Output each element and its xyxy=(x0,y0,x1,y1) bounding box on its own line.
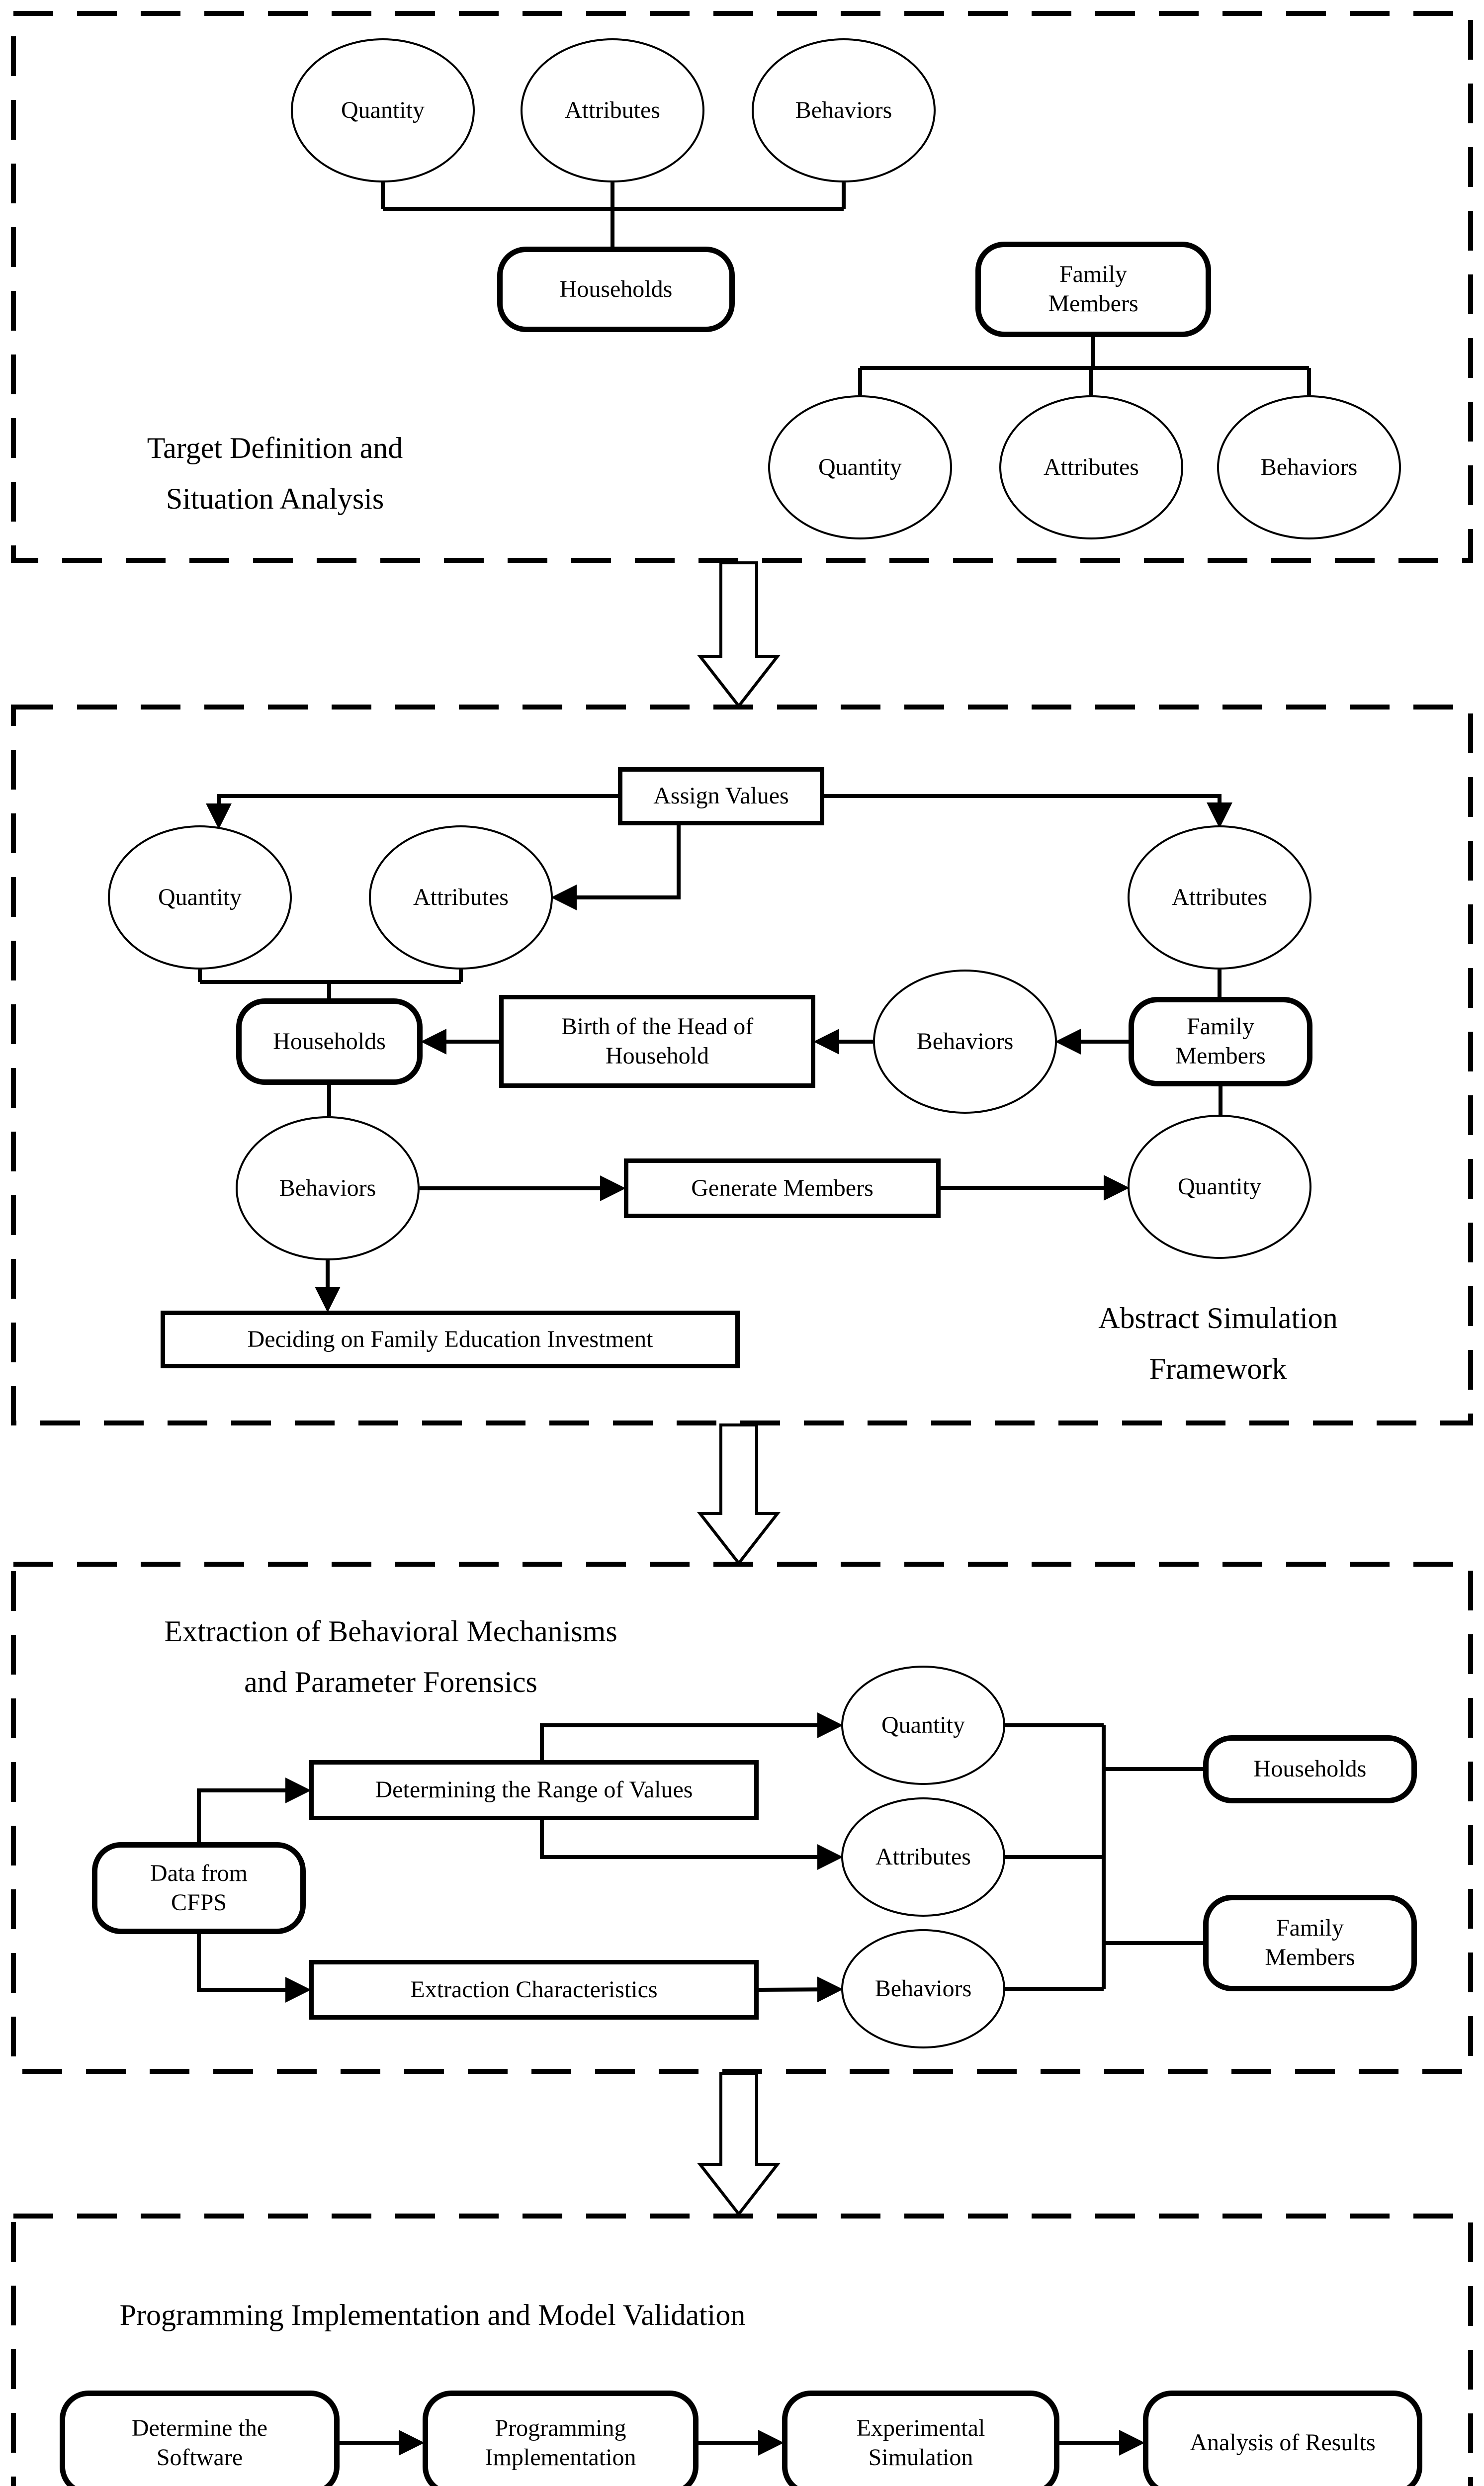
s2-attributes-right-ellipse: Attributes xyxy=(1128,825,1311,970)
section-1-title-line2: Situation Analysis xyxy=(166,482,384,515)
section-3-border xyxy=(11,1562,1473,2074)
section-3-title: Extraction of Behavioral Mechanisms and … xyxy=(92,1606,689,1707)
s1-behaviors-ellipse: Behaviors xyxy=(752,38,936,182)
s2-family-line2: Members xyxy=(1175,1043,1266,1069)
s4-programming-implementation-box: Programming Implementation xyxy=(423,2391,698,2486)
s3-data-from-cfps-box: Data from CFPS xyxy=(92,1842,306,1934)
s3-family-line1: Family xyxy=(1276,1915,1344,1942)
s2-generate-members-box: Generate Members xyxy=(624,1158,941,1218)
s2-households-box: Households xyxy=(236,998,423,1085)
section-2-title-line1: Abstract Simulation xyxy=(1098,1302,1338,1334)
s2-birth-line2: Household xyxy=(606,1042,709,1069)
s4-analysis-results-box: Analysis of Results xyxy=(1143,2391,1422,2486)
flow-arrow-3 xyxy=(697,2072,781,2217)
s1-behaviors2-ellipse: Behaviors xyxy=(1217,395,1401,539)
flow-arrow-2 xyxy=(697,1423,781,1566)
s2-attributes-left-ellipse: Attributes xyxy=(369,825,553,970)
s4-determine-line2: Software xyxy=(156,2444,243,2471)
s2-quantity-right-ellipse: Quantity xyxy=(1128,1115,1311,1259)
s1-quantity2-ellipse: Quantity xyxy=(768,395,952,539)
s4-determine-software-box: Determine the Software xyxy=(60,2391,340,2486)
section-2-title-line2: Framework xyxy=(1149,1352,1287,1385)
section-1-title-line1: Target Definition and xyxy=(147,432,403,464)
s2-behaviors-mid-ellipse: Behaviors xyxy=(873,970,1057,1114)
s3-family-line2: Members xyxy=(1265,1944,1355,1970)
s4-prog-line1: Programming xyxy=(495,2414,626,2441)
section-1-title: Target Definition and Situation Analysis xyxy=(51,423,499,524)
s1-quantity-ellipse: Quantity xyxy=(291,38,475,182)
s2-family-members-box: Family Members xyxy=(1129,997,1312,1086)
s4-experimental-simulation-box: Experimental Simulation xyxy=(782,2391,1059,2486)
section-2-border xyxy=(11,705,1473,1425)
s2-behaviors-low-ellipse: Behaviors xyxy=(236,1116,420,1260)
s1-family-line2: Members xyxy=(1048,290,1138,317)
section-2-title: Abstract Simulation Framework xyxy=(994,1293,1442,1394)
s4-exp-line2: Simulation xyxy=(868,2444,973,2471)
section-3-title-line1: Extraction of Behavioral Mechanisms xyxy=(164,1615,617,1648)
s2-quantity-left-ellipse: Quantity xyxy=(108,825,292,970)
s3-households-box: Households xyxy=(1203,1735,1417,1803)
s1-attributes2-ellipse: Attributes xyxy=(999,395,1183,539)
section-4-title-line1: Programming Implementation and Model Val… xyxy=(119,2299,746,2331)
s2-birth-box: Birth of the Head of Household xyxy=(499,995,815,1088)
s3-family-members-box: Family Members xyxy=(1203,1895,1417,1991)
s1-family-members-box: Family Members xyxy=(975,242,1211,337)
section-4-border xyxy=(11,2214,1473,2486)
s3-extraction-characteristics-box: Extraction Characteristics xyxy=(309,1960,759,2020)
s4-determine-line1: Determine the xyxy=(131,2414,268,2441)
s1-family-line1: Family xyxy=(1059,261,1127,288)
flow-arrow-1 xyxy=(697,561,781,709)
s2-birth-line1: Birth of the Head of xyxy=(561,1013,754,1040)
s3-quantity-ellipse: Quantity xyxy=(841,1666,1005,1785)
section-4-title: Programming Implementation and Model Val… xyxy=(60,2290,805,2340)
s1-attributes-ellipse: Attributes xyxy=(521,38,704,182)
section-1-border xyxy=(11,11,1473,563)
s3-cfps-line2: CFPS xyxy=(171,1889,227,1916)
s1-households-box: Households xyxy=(497,247,735,332)
s3-attributes-ellipse: Attributes xyxy=(841,1797,1005,1917)
s3-cfps-line1: Data from xyxy=(150,1860,248,1886)
section-3-title-line2: and Parameter Forensics xyxy=(244,1666,537,1698)
s3-behaviors-ellipse: Behaviors xyxy=(841,1929,1005,2048)
s4-prog-line2: Implementation xyxy=(485,2444,636,2471)
s2-assign-values-box: Assign Values xyxy=(618,767,824,825)
s2-family-line1: Family xyxy=(1186,1013,1254,1040)
s2-deciding-box: Deciding on Family Education Investment xyxy=(161,1311,740,1368)
s3-determining-range-box: Determining the Range of Values xyxy=(309,1760,759,1820)
s4-exp-line1: Experimental xyxy=(856,2414,985,2441)
